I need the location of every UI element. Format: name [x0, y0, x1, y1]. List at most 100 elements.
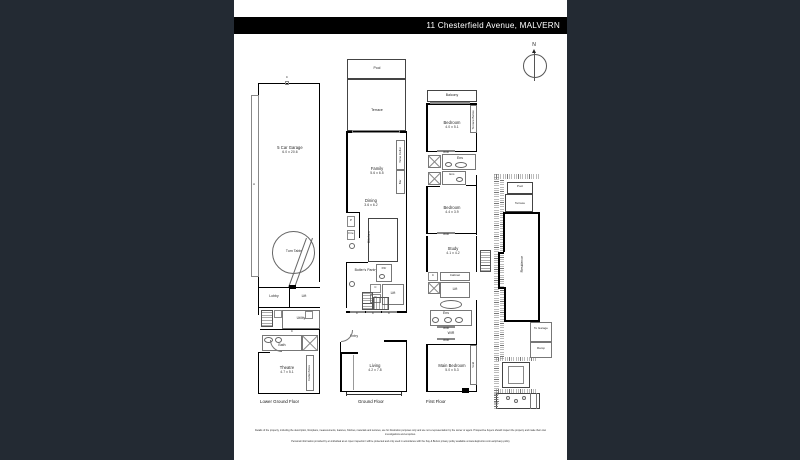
ff-room-lift: Lift [452, 287, 458, 291]
gf-staircase-b [373, 297, 389, 310]
ff-bed2-wir-label: WIR [443, 232, 449, 236]
gf-family-glazing [352, 130, 400, 133]
site-room-ramp: Ramp [537, 346, 545, 350]
site-res-wall-a [503, 212, 505, 252]
lg-utility-fixture [305, 311, 313, 319]
lg-theatre-wall-left [258, 352, 260, 394]
ff-mainens-tub-icon [440, 300, 462, 309]
site-res-wall-bot [504, 320, 540, 322]
site-res-wall-top [503, 212, 540, 214]
gf-room-p: P [350, 218, 352, 222]
ff-room-main-bedroom: Main Bedroom 5.0 x 5.3 [438, 363, 466, 373]
gf-room-butlers-pantry: Butler's Pantry [354, 268, 378, 272]
lg-theatre-wall-bot [258, 392, 320, 394]
lg-room-garage: 5 Car Garage 6.0 x 20.6 [277, 145, 303, 155]
ff-mainbed-wall-left [426, 344, 428, 392]
gf-band-c1-label: C [355, 311, 359, 315]
footer-disclaimer: Details of the property, including the d… [248, 429, 553, 444]
lg-room-cellar-box [306, 355, 314, 391]
gf-c-box [370, 284, 381, 293]
ff-mainbed-wall-top [426, 344, 477, 346]
lg-top-marker [285, 81, 289, 85]
ff-staircase [480, 250, 491, 272]
ff-void-box [470, 345, 477, 385]
site-room-to-garage: To Garage [534, 326, 548, 330]
page-title: 11 Chesterfield Avenue, MALVERN [426, 21, 560, 30]
document-title-bar: 11 Chesterfield Avenue, MALVERN [234, 17, 567, 34]
site-res-wall-d [498, 287, 506, 289]
gf-kitchen-sink-icon [349, 243, 355, 249]
ff-study-wall-right [475, 236, 477, 272]
ff-bed1-wall-left [426, 103, 428, 151]
site-res-wall-e [504, 287, 506, 321]
site-room-pool: Pool [517, 184, 523, 188]
gf-living-wall-top [340, 352, 358, 354]
gf-bp-wall-top [346, 262, 368, 264]
site-res-wall-right [538, 212, 540, 322]
ff-ens1-door-x [428, 155, 441, 168]
ff-room-main-ens: Ens [443, 311, 449, 315]
lg-stair-landing [274, 310, 282, 318]
gf-room-bar: Bar [398, 179, 403, 185]
lg-garage-door-label: C [252, 182, 257, 185]
ff-bed2-wall-right [475, 175, 477, 235]
lg-room-turntable: Turn Table [285, 249, 303, 253]
gf-floor-name: Ground Floor [358, 399, 384, 404]
site-res-wall-b [498, 252, 504, 254]
site-fence-a [530, 393, 531, 409]
gf-room-family: Family 5.6 x 6.5 [370, 166, 384, 176]
lg-staircase [261, 310, 273, 327]
gf-staircase-a [362, 292, 373, 310]
lg-wall-top [258, 83, 320, 85]
gf-bar-box [396, 170, 405, 194]
site-pool-box [507, 182, 533, 194]
ff-wir-band [437, 150, 455, 153]
ff-terrace-below-box [470, 105, 477, 133]
lg-lobby-divider [289, 287, 291, 307]
lg-lobby-wall-bot [258, 307, 320, 309]
site-court-hatch-top [496, 357, 538, 361]
site-tree-icon-b [514, 399, 518, 403]
lg-c-wall [260, 329, 320, 331]
lg-theatre-wall-right [318, 330, 320, 394]
ff-room-balcony: Balcony [445, 93, 459, 97]
lg-room-cellar: Cellar/Store [307, 364, 312, 381]
gf-room-dining: Dining 3.6 x 6.2 [364, 198, 378, 208]
ff-room-ens2: Ens [449, 172, 455, 176]
compass-circle-icon [522, 53, 547, 78]
gf-pool-box [347, 59, 406, 79]
ff-bed1-glazing [430, 102, 470, 105]
ff-mainwir-band1 [437, 326, 455, 329]
gf-dining-wall [346, 212, 360, 214]
ff-lift-door-x [428, 282, 440, 294]
ff-room-bedroom1: Bedroom 4.0 x 5.1 [443, 120, 461, 130]
site-court-hatch-bot [496, 389, 538, 393]
site-room-residence: Residence [519, 255, 524, 273]
ff-lift-box [440, 282, 470, 298]
ff-study-wall-left [426, 236, 428, 272]
lg-lobby-post [289, 284, 296, 289]
gf-pdr-wc-icon [379, 274, 385, 279]
lg-room-lift: Lift [301, 294, 307, 298]
ff-mainens-basin2-icon [455, 317, 463, 323]
ff-mainbed-wall-bot [426, 390, 477, 392]
gf-room-entry: Entry [349, 334, 359, 338]
compass-stem-icon [533, 53, 535, 81]
ff-room-cabinet: Cabinet [449, 273, 461, 277]
site-boundary-bottomleft [494, 393, 498, 409]
site-court-inner [508, 366, 524, 384]
ff-room-main-wir: WIR [447, 331, 455, 335]
ff-wir-label: WIR [443, 150, 449, 154]
gf-room-kitchen: Kitchen [366, 231, 371, 244]
gf-family-wall-left [346, 131, 348, 213]
document-page: 11 Chesterfield Avenue, MALVERN N C C 5 … [234, 0, 567, 460]
compass-arrow-icon [532, 48, 537, 53]
gf-room-pdr: Pdr [381, 266, 387, 270]
site-terrace-box [505, 194, 533, 212]
lg-room-c: C [290, 329, 294, 333]
ff-bed2-wall-top [426, 186, 440, 188]
gf-fire-box [347, 230, 355, 240]
gf-room-terrace: Terrace [371, 108, 383, 112]
gf-dimension-line [346, 393, 402, 396]
lg-room-utility: Utility [296, 316, 306, 320]
